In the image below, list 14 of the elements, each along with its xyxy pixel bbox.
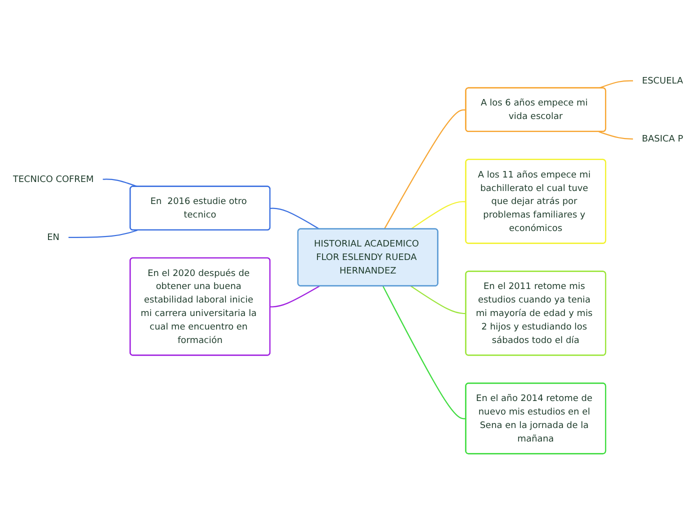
connector: [410, 286, 466, 315]
connector: [270, 208, 320, 230]
node-text: ESCUELA: [642, 75, 684, 86]
connector: [102, 179, 138, 188]
connector: [270, 286, 320, 308]
node-text: EN: [47, 232, 60, 243]
connector: [598, 80, 634, 90]
connector: [382, 286, 466, 420]
connector: [598, 132, 634, 140]
connector: [410, 201, 466, 230]
connector: [384, 110, 466, 230]
connector: [68, 230, 138, 238]
node-text: TECNICO COFREM: [12, 174, 94, 184]
node-text: BASICA P: [642, 134, 684, 144]
